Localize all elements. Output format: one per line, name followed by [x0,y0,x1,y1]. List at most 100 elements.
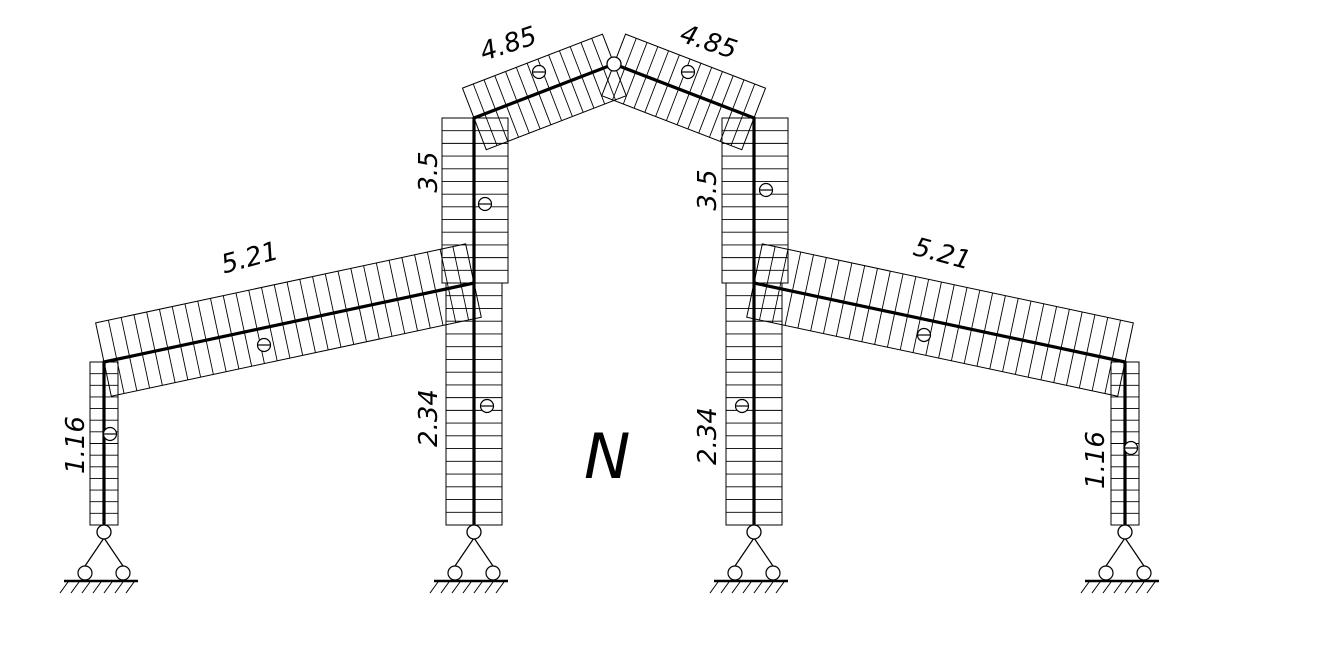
hatch-line [324,273,342,348]
compression-sign-icon [1123,440,1139,456]
pinned-support-icon [429,524,508,594]
hatch-line [299,279,316,353]
ground-hatch [731,581,741,594]
ground-hatch [125,581,135,594]
hatch-line [1040,306,1058,380]
pinned-support-icon [1080,524,1159,594]
hatch-line [771,249,789,323]
hatch-line [1053,309,1070,383]
ground-hatch [1135,581,1145,594]
hatch-line [159,309,176,383]
hatch-line [350,268,367,342]
member-left-rafter [95,243,482,397]
support-hinge [466,524,482,540]
force-band-right-inner-column-lower [725,282,783,526]
support-roller [765,565,781,581]
hatch-line [1066,311,1083,386]
member-value-right-rafter: 5.21 [910,232,974,276]
compression-sign-icon [680,64,696,80]
hatch-line [273,284,291,359]
ground-hatch [1102,581,1112,594]
supports-layer [59,524,1159,594]
compression-sign-icon [477,196,493,212]
member-left-inner-column-upper [441,116,509,285]
hatch-line [414,254,431,329]
force-band-left-outer-column [89,361,119,526]
member-axis-left-roof [472,62,616,120]
hatch-line [874,271,891,345]
ground-hatch [462,581,472,594]
ground-hatch [1080,581,1090,594]
compression-sign-icon [102,426,118,442]
hatch-line [886,273,904,348]
support-leg [473,537,494,567]
member-value-right-outer-column: 1.16 [1081,431,1111,489]
hatch-line [861,268,878,342]
hatch-line [950,287,968,361]
hatch-line [222,295,240,370]
hatch-line [312,276,329,351]
support-leg [734,537,755,567]
hatch-line [823,260,840,334]
hatch-line [1104,320,1121,394]
ground-hatch [92,581,102,594]
member-axis-right-rafter [752,281,1127,364]
force-band-left-inner-column-upper [441,117,509,284]
member-value-right-inner-column-upper: 3.5 [693,169,723,210]
compression-sign-icon [531,64,547,80]
support-leg [84,537,105,567]
member-value-left-inner-column-lower: 2.34 [414,389,444,447]
hatch-line [388,260,406,334]
hatch-line [848,265,866,340]
compression-sign-icon [734,398,750,414]
member-axis-right-roof [612,62,756,120]
labels-layer: 1.16 5.21 2.34 3.5 4.85 4.85 3.5 2.34 5.… [61,19,1111,493]
hatch-line [197,300,214,375]
hatch-line [286,281,304,356]
support-roller [1136,565,1152,581]
member-right-inner-column-upper [721,116,789,285]
support-roller [1098,565,1114,581]
hatch-line [810,257,827,331]
hatch-line [797,254,814,329]
compression-sign-icon [479,398,495,414]
member-value-left-inner-column-upper: 3.5 [414,151,444,192]
compression-sign-icon [758,182,774,198]
hatch-line [938,284,955,359]
ground-hatch [484,581,494,594]
pinned-support-icon [59,524,138,594]
support-leg [1124,537,1145,567]
force-band-right-outer-column [1110,361,1140,526]
hatch-line [337,271,355,345]
ground-hatch [720,581,730,594]
members-layer [89,33,1140,527]
hatch-line [912,279,930,353]
hatch-line [171,306,189,380]
support-leg [753,537,774,567]
hatch-line [401,257,418,331]
member-right-inner-column-lower [725,281,783,527]
diagram-symbol: N [584,420,630,493]
member-value-right-roof: 4.85 [676,19,740,65]
hatch-line [976,292,994,367]
hatch-line [1014,300,1032,375]
support-roller [727,565,743,581]
hatch-line [784,251,802,326]
ground-hatch [59,581,69,594]
member-value-left-roof: 4.85 [476,21,540,67]
ground-hatch [709,581,719,594]
hatch-line [120,317,138,391]
member-right-rafter [746,243,1134,397]
member-axis-left-rafter [102,281,476,364]
support-roller [485,565,501,581]
hatch-line [439,249,457,323]
hatch-line [899,276,917,351]
ground-hatch [429,581,439,594]
hatch-line [426,251,444,326]
hatch-line [107,320,125,394]
hatch-line [363,265,380,340]
force-band-right-rafter [746,243,1134,397]
member-right-outer-column [1110,360,1140,527]
member-value-right-inner-column-lower: 2.34 [693,407,723,465]
ground-hatch [451,581,461,594]
